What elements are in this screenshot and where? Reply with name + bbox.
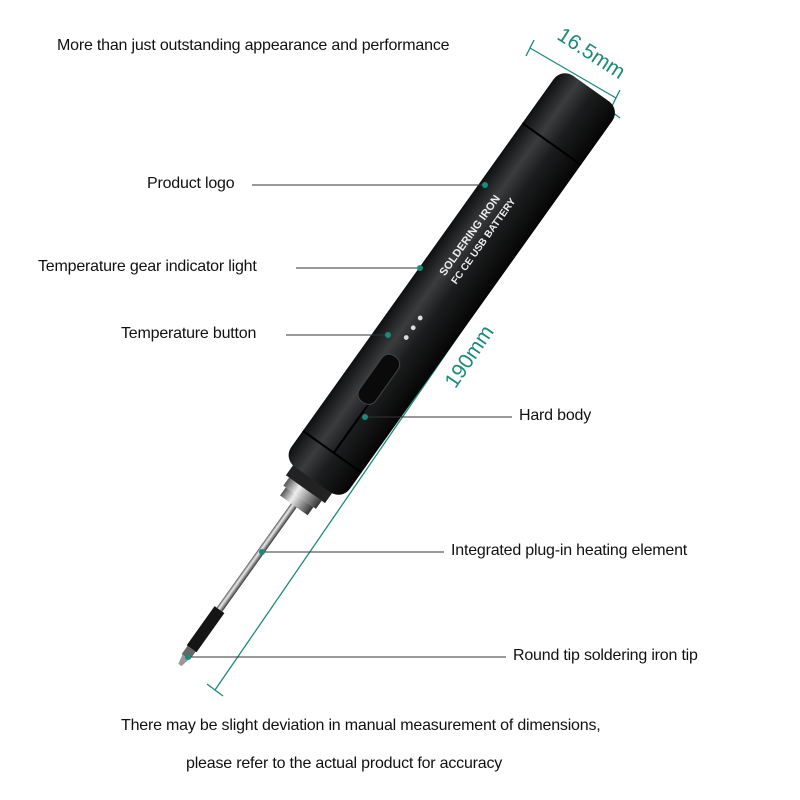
footer-note-line1: There may be slight deviation in manual … [121, 717, 601, 734]
callout-dots [185, 182, 488, 660]
callout-temperature-button: Temperature button [121, 325, 257, 342]
footer-note-line2: please refer to the actual product for a… [186, 755, 503, 772]
callout-tip: Round tip soldering iron tip [513, 647, 698, 664]
callout-hard-body: Hard body [519, 407, 592, 424]
callout-product-logo: Product logo [147, 175, 235, 192]
callout-lines [188, 184, 512, 658]
soldering-pen: SOLDERING IRON FC CE USB BATTERY [178, 73, 615, 667]
headline: More than just outstanding appearance an… [57, 37, 450, 54]
callout-indicator-light: Temperature gear indicator light [38, 258, 257, 275]
callout-heating-element: Integrated plug-in heating element [451, 542, 688, 559]
